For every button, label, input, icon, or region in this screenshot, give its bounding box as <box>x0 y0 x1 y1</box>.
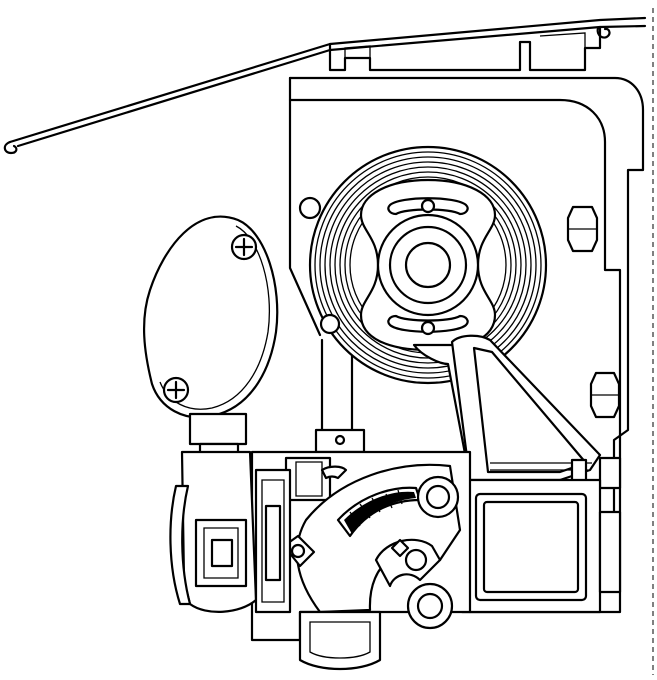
awning-cover-lip <box>3 26 611 155</box>
hex-nut <box>566 205 599 253</box>
coil-hub <box>359 178 497 352</box>
support-rod <box>314 338 366 454</box>
pivot-bolt <box>416 475 460 519</box>
hex-nut <box>589 371 621 419</box>
clutch-assembly <box>169 450 292 614</box>
motor-cover <box>142 215 279 464</box>
drive-arm <box>412 334 622 492</box>
end-cap-block <box>460 478 622 614</box>
side-bracket <box>288 76 645 614</box>
pivot-bolt <box>406 582 454 630</box>
awning-cover-profile <box>8 16 647 148</box>
pivot-bolt <box>404 548 428 572</box>
